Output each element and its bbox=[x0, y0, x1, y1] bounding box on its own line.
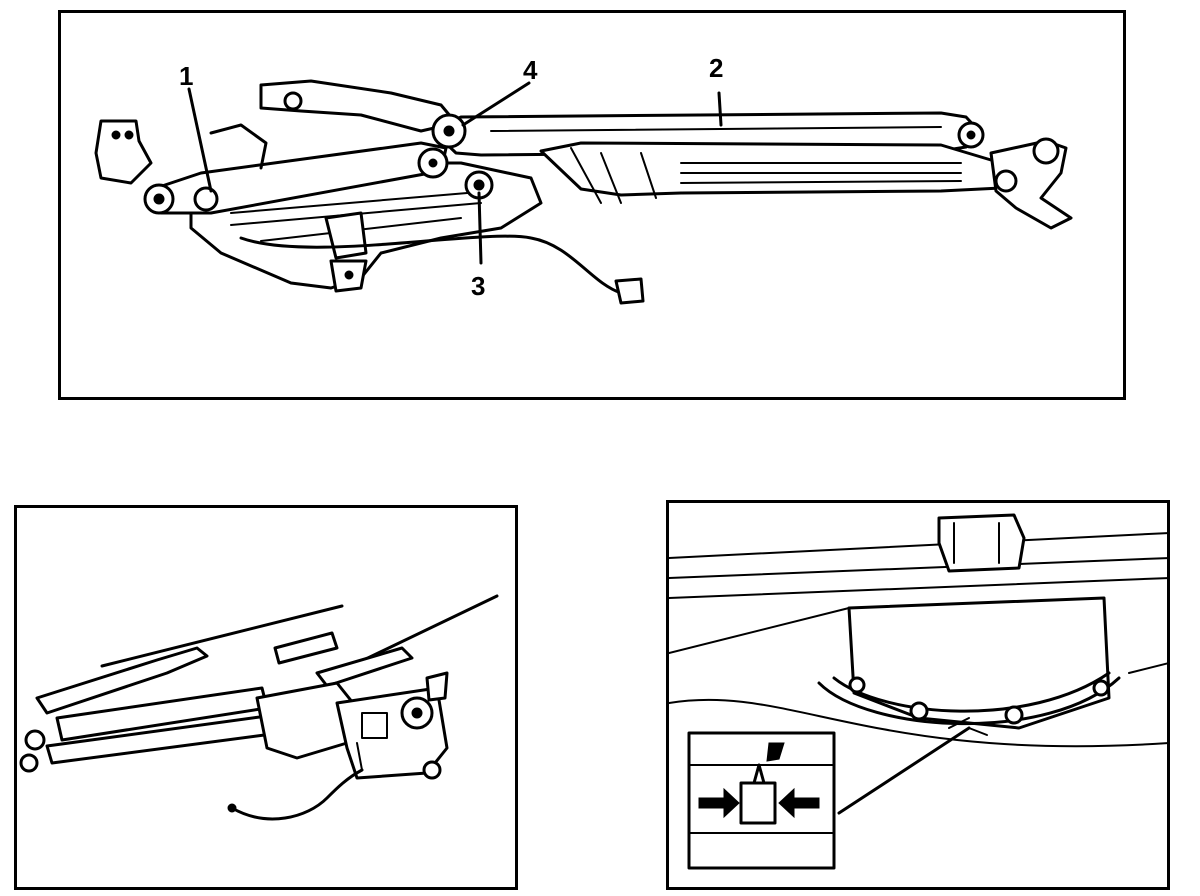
cover-screw-2 bbox=[1004, 705, 1024, 725]
arrow-right-icon bbox=[698, 787, 740, 819]
motor-wiring-plug bbox=[227, 803, 237, 813]
left-pivot bbox=[24, 729, 46, 751]
installed-motor-drawing bbox=[19, 594, 499, 821]
cover-screw-4 bbox=[848, 676, 866, 694]
drive-rod-lower-ribs bbox=[680, 162, 962, 184]
upper-left-rod-bushing bbox=[283, 91, 303, 111]
detail-alignment-tab bbox=[739, 781, 777, 825]
cover-screw-3 bbox=[1092, 679, 1110, 697]
callout-3-leader bbox=[477, 191, 483, 265]
wiring-harness bbox=[239, 234, 623, 295]
motor-wiring bbox=[230, 768, 364, 821]
callout-4: 4 bbox=[523, 55, 538, 85]
drive-rod-lower-hatch bbox=[570, 147, 657, 204]
right-pivot-bolt bbox=[1032, 137, 1060, 165]
left-mount-hole-a bbox=[111, 130, 121, 140]
linkage-assembly-panel: 1 2 3 4 bbox=[58, 10, 1126, 400]
cover-plate bbox=[847, 596, 1111, 730]
motor-end-cap-center bbox=[411, 707, 423, 719]
callout-1: 1 bbox=[179, 61, 193, 91]
left-mount-hole-b bbox=[124, 130, 134, 140]
cover-screw-1 bbox=[909, 701, 929, 721]
motor-mount-lower bbox=[422, 760, 442, 780]
right-pivot-lower bbox=[994, 169, 1018, 193]
cowl-vent-slot bbox=[273, 631, 339, 665]
cover-alignment-panel bbox=[666, 500, 1170, 890]
arrow-down-icon bbox=[766, 742, 785, 762]
cover-seal-outer bbox=[817, 676, 1121, 726]
pivot-3-nut-center bbox=[473, 179, 485, 191]
alignment-mark-leader bbox=[837, 726, 971, 815]
drive-rod-upper-inner bbox=[490, 126, 942, 132]
motor-lead bbox=[356, 742, 363, 771]
linkage-assembly-drawing: 1 2 3 4 bbox=[94, 53, 1073, 305]
alignment-mark bbox=[948, 717, 988, 736]
callout-4-leader bbox=[461, 81, 531, 127]
cover-alignment-drawing bbox=[669, 513, 1167, 870]
left-mount-bracket bbox=[94, 119, 153, 185]
pivot-4-lower-hole bbox=[428, 158, 438, 168]
cowl-panel-sweep bbox=[669, 607, 850, 654]
pivot-nut bbox=[937, 513, 1026, 573]
crank-pivot-inner bbox=[193, 186, 219, 212]
detail-inset-lines bbox=[688, 764, 835, 834]
wiper-arm-right bbox=[315, 646, 414, 688]
callout-2: 2 bbox=[709, 53, 723, 83]
installed-motor-panel bbox=[14, 505, 518, 890]
callout-3: 3 bbox=[471, 271, 485, 301]
wiring-connector bbox=[614, 277, 645, 305]
wiper-arm-left bbox=[35, 646, 209, 715]
wiper-blade-left bbox=[100, 604, 344, 668]
lower-mount-hole bbox=[344, 270, 354, 280]
left-pivot-lower bbox=[19, 753, 39, 773]
arrow-left-icon bbox=[778, 787, 820, 819]
left-bracket-arm bbox=[209, 123, 268, 170]
right-pivot-upper-hole bbox=[966, 130, 976, 140]
crank-pivot-left-hole bbox=[153, 193, 165, 205]
body-contour bbox=[669, 698, 1167, 748]
drive-rod-lower bbox=[539, 141, 1003, 197]
callout-2-leader bbox=[717, 91, 723, 127]
pivot-4-upper-hole bbox=[443, 125, 455, 137]
motor-mount-upper bbox=[425, 671, 449, 702]
detail-notch bbox=[752, 763, 766, 785]
motor-terminal bbox=[361, 712, 388, 739]
pivot-nut-flats bbox=[953, 522, 1000, 564]
body-contour-right bbox=[1128, 662, 1167, 674]
cowl-panel-edges bbox=[669, 532, 1167, 599]
callout-1-leader bbox=[187, 87, 213, 193]
